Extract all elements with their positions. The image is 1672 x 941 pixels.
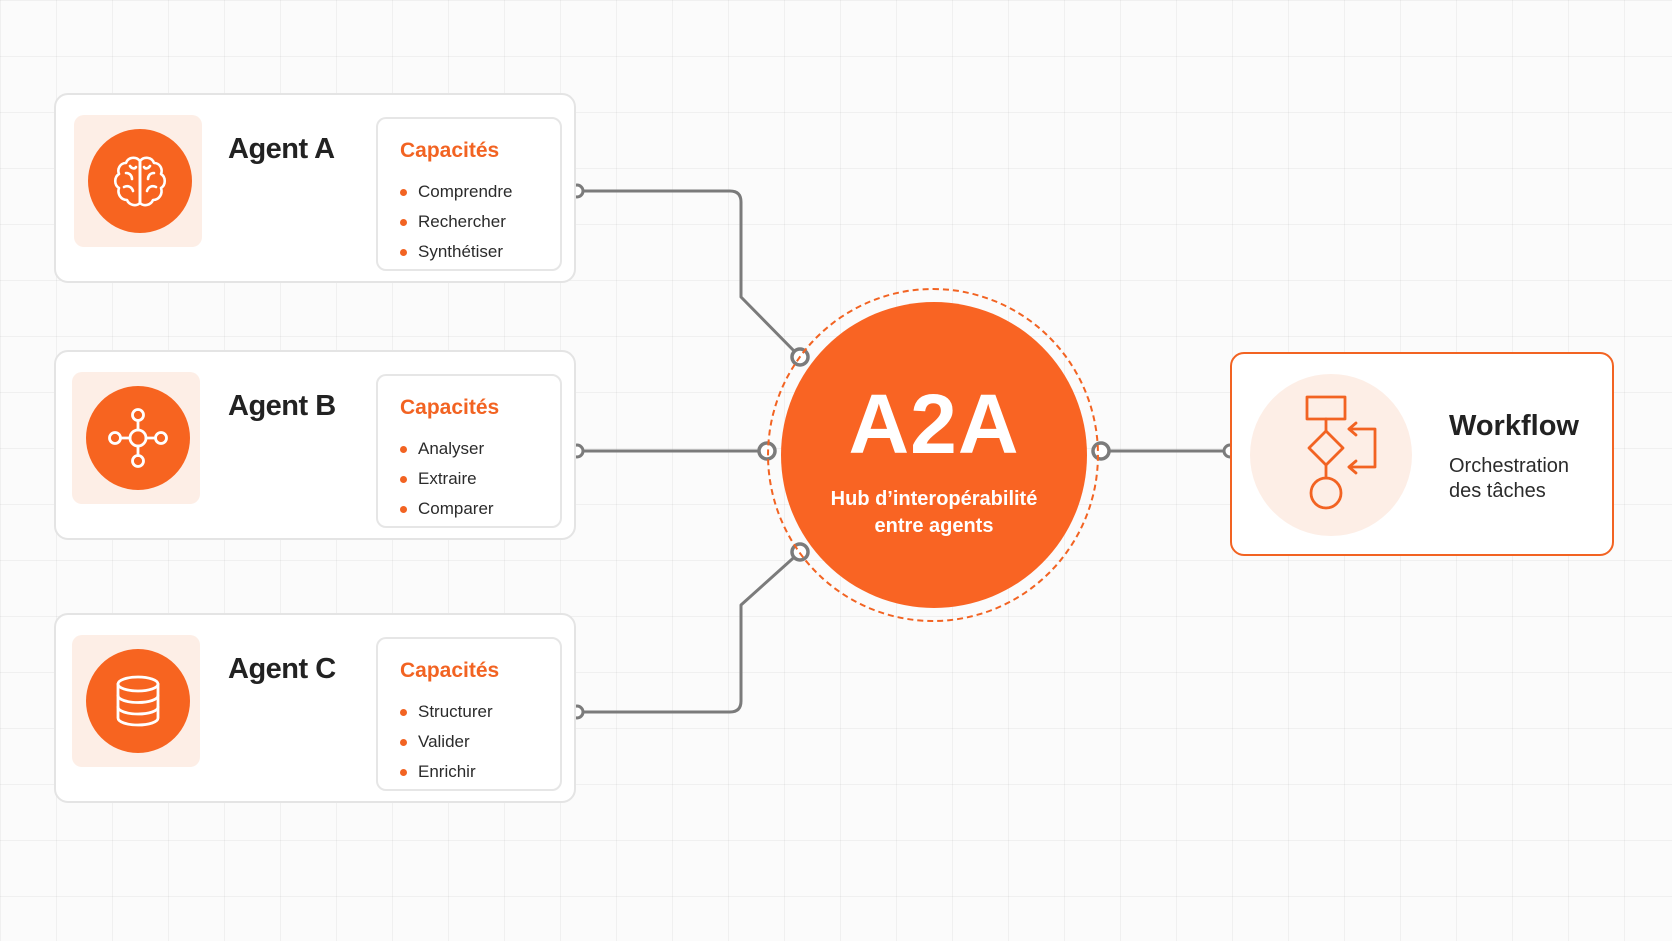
agent-c-title: Agent C bbox=[228, 653, 336, 685]
agent-b-icon-circle bbox=[86, 386, 190, 490]
a2a-hub: A2A Hub d’interopérabilité entre agents bbox=[781, 302, 1087, 608]
agent-b-capabilities-box: Capacités Analyser Extraire Comparer bbox=[376, 374, 562, 528]
capability-item: Comprendre bbox=[400, 177, 513, 207]
agent-a-icon-circle bbox=[88, 129, 192, 233]
agent-c-capabilities-box: Capacités Structurer Valider Enrichir bbox=[376, 637, 562, 791]
capability-item: Rechercher bbox=[400, 207, 513, 237]
workflow-icon-background bbox=[1250, 374, 1412, 536]
agent-a-capabilities-title: Capacités bbox=[400, 139, 500, 162]
workflow-subtitle: Orchestration des tâches bbox=[1449, 455, 1570, 502]
connector-agent-a bbox=[577, 189, 802, 359]
network-hub-icon bbox=[108, 408, 168, 468]
connector-agent-c bbox=[577, 550, 802, 714]
workflow-card: Workflow Orchestration des tâches bbox=[1230, 352, 1614, 556]
capability-item: Enrichir bbox=[400, 757, 493, 787]
hub-subtitle: Hub d’interopérabilité entre agents bbox=[830, 488, 1038, 537]
capability-item: Analyser bbox=[400, 434, 494, 464]
capability-item: Synthétiser bbox=[400, 237, 513, 267]
capability-item: Comparer bbox=[400, 494, 494, 524]
capability-item: Extraire bbox=[400, 464, 494, 494]
flowchart-icon bbox=[1305, 395, 1377, 510]
agent-card-c: Agent C Capacités Structurer Valider Enr… bbox=[54, 613, 576, 803]
hub-title: A2A bbox=[848, 377, 1020, 471]
agent-c-icon-circle bbox=[86, 649, 190, 753]
agent-c-capabilities-list: Structurer Valider Enrichir bbox=[400, 697, 493, 787]
brain-icon bbox=[113, 156, 167, 207]
agent-a-title: Agent A bbox=[228, 133, 335, 165]
agent-b-title: Agent B bbox=[228, 390, 336, 422]
agent-card-a: Agent A Capacités Comprendre Rechercher … bbox=[54, 93, 576, 283]
agent-c-capabilities-title: Capacités bbox=[400, 659, 500, 682]
agent-a-capabilities-list: Comprendre Rechercher Synthétiser bbox=[400, 177, 513, 267]
agent-b-icon-tile bbox=[72, 372, 200, 504]
agent-card-b: Agent B Capacités Analyser Extraire Comp… bbox=[54, 350, 576, 540]
agent-b-capabilities-title: Capacités bbox=[400, 396, 500, 419]
agent-c-icon-tile bbox=[72, 635, 200, 767]
agent-a-icon-tile bbox=[74, 115, 202, 247]
database-icon bbox=[116, 675, 160, 727]
agent-a-capabilities-box: Capacités Comprendre Rechercher Synthéti… bbox=[376, 117, 562, 271]
capability-item: Structurer bbox=[400, 697, 493, 727]
capability-item: Valider bbox=[400, 727, 493, 757]
agent-b-capabilities-list: Analyser Extraire Comparer bbox=[400, 434, 494, 524]
hub-dashed-ring bbox=[767, 288, 1099, 622]
workflow-title: Workflow bbox=[1449, 410, 1579, 442]
